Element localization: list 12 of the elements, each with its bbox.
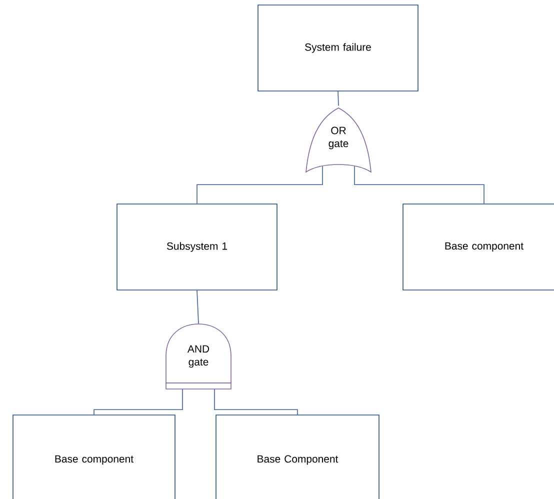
- event-box: Subsystem 1: [116, 204, 278, 290]
- connector-line: [338, 91, 339, 106]
- event-box: Base component: [402, 204, 554, 290]
- event-box: Base Component: [216, 414, 380, 499]
- connector-line: [196, 290, 199, 324]
- or-gate: OR gate: [306, 108, 372, 172]
- connector-line: [94, 388, 183, 415]
- connector-line: [214, 388, 298, 415]
- connector-line: [196, 166, 323, 204]
- event-box: Base component: [12, 414, 176, 499]
- connector-line: [354, 166, 484, 204]
- event-box: System failure: [258, 4, 418, 92]
